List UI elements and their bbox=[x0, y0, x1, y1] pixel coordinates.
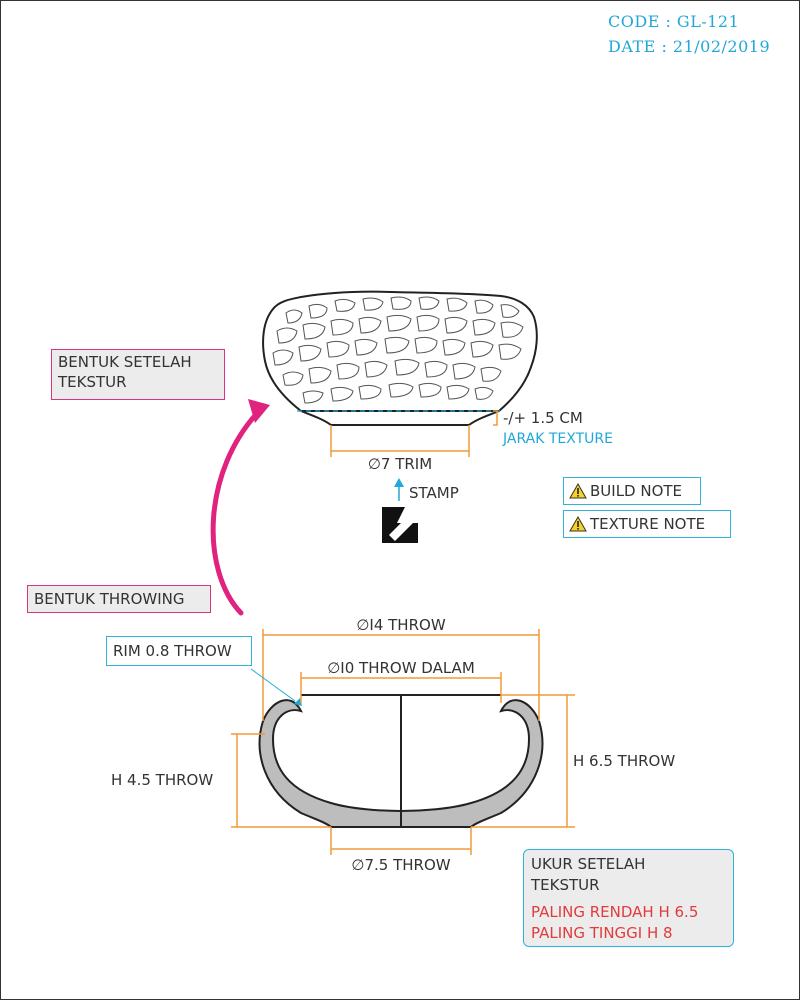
rim-label-box: RIM 0.8 THROW bbox=[106, 636, 252, 666]
after-texture-line-1: BENTUK SETELAH bbox=[58, 353, 192, 371]
rim-leader bbox=[250, 668, 296, 702]
trim-dimension bbox=[330, 425, 470, 457]
inner-diameter-label: ∅I0 THROW DALAM bbox=[327, 659, 475, 677]
thrown-dimensions bbox=[231, 629, 575, 855]
texture-gap-caption: JARAK TEXTURE bbox=[502, 431, 613, 447]
rim-label: RIM 0.8 THROW bbox=[113, 642, 232, 660]
rim-marker bbox=[294, 698, 302, 706]
build-note[interactable]: BUILD NOTE bbox=[563, 477, 701, 505]
final-size-title-1: UKUR SETELAH bbox=[531, 855, 646, 873]
transform-arrow bbox=[210, 406, 264, 616]
throwing-label: BENTUK THROWING bbox=[34, 590, 185, 608]
textured-bowl bbox=[262, 290, 538, 426]
trim-label: ∅7 TRIM bbox=[368, 455, 432, 473]
foot-diameter-label: ∅7.5 THROW bbox=[351, 856, 450, 874]
build-note-label: BUILD NOTE bbox=[590, 482, 683, 500]
final-size-max: PALING TINGGI H 8 bbox=[531, 924, 673, 942]
texture-gap-dimension bbox=[493, 410, 498, 426]
stamp-label: STAMP bbox=[409, 484, 459, 502]
height-low-label: H 4.5 THROW bbox=[111, 771, 213, 789]
throwing-label-box: BENTUK THROWING bbox=[27, 585, 211, 613]
warning-triangle-icon bbox=[569, 483, 587, 499]
stamp-logo bbox=[382, 507, 418, 543]
after-texture-label-box: BENTUK SETELAH TEKSTUR bbox=[51, 349, 225, 400]
final-size-min: PALING RENDAH H 6.5 bbox=[531, 903, 699, 921]
warning-triangle-icon bbox=[569, 516, 587, 532]
transform-arrow-head bbox=[248, 399, 270, 423]
final-size-title-2: TEKSTUR bbox=[531, 876, 600, 894]
texture-note-label: TEXTURE NOTE bbox=[590, 515, 706, 533]
after-texture-line-2: TEKSTUR bbox=[58, 373, 127, 391]
texture-note[interactable]: TEXTURE NOTE bbox=[563, 510, 731, 538]
drawing-code: CODE : GL-121 bbox=[608, 12, 740, 31]
stamp-arrow bbox=[394, 478, 404, 501]
texture-gap-label: -/+ 1.5 CM bbox=[503, 409, 583, 427]
height-high-label: H 6.5 THROW bbox=[573, 752, 675, 770]
final-size-box: UKUR SETELAH TEKSTUR PALING RENDAH H 6.5… bbox=[523, 849, 734, 947]
outer-diameter-label: ∅I4 THROW bbox=[356, 616, 445, 634]
thrown-bowl-section bbox=[258, 694, 544, 828]
drawing-date: DATE : 21/02/2019 bbox=[608, 37, 771, 56]
